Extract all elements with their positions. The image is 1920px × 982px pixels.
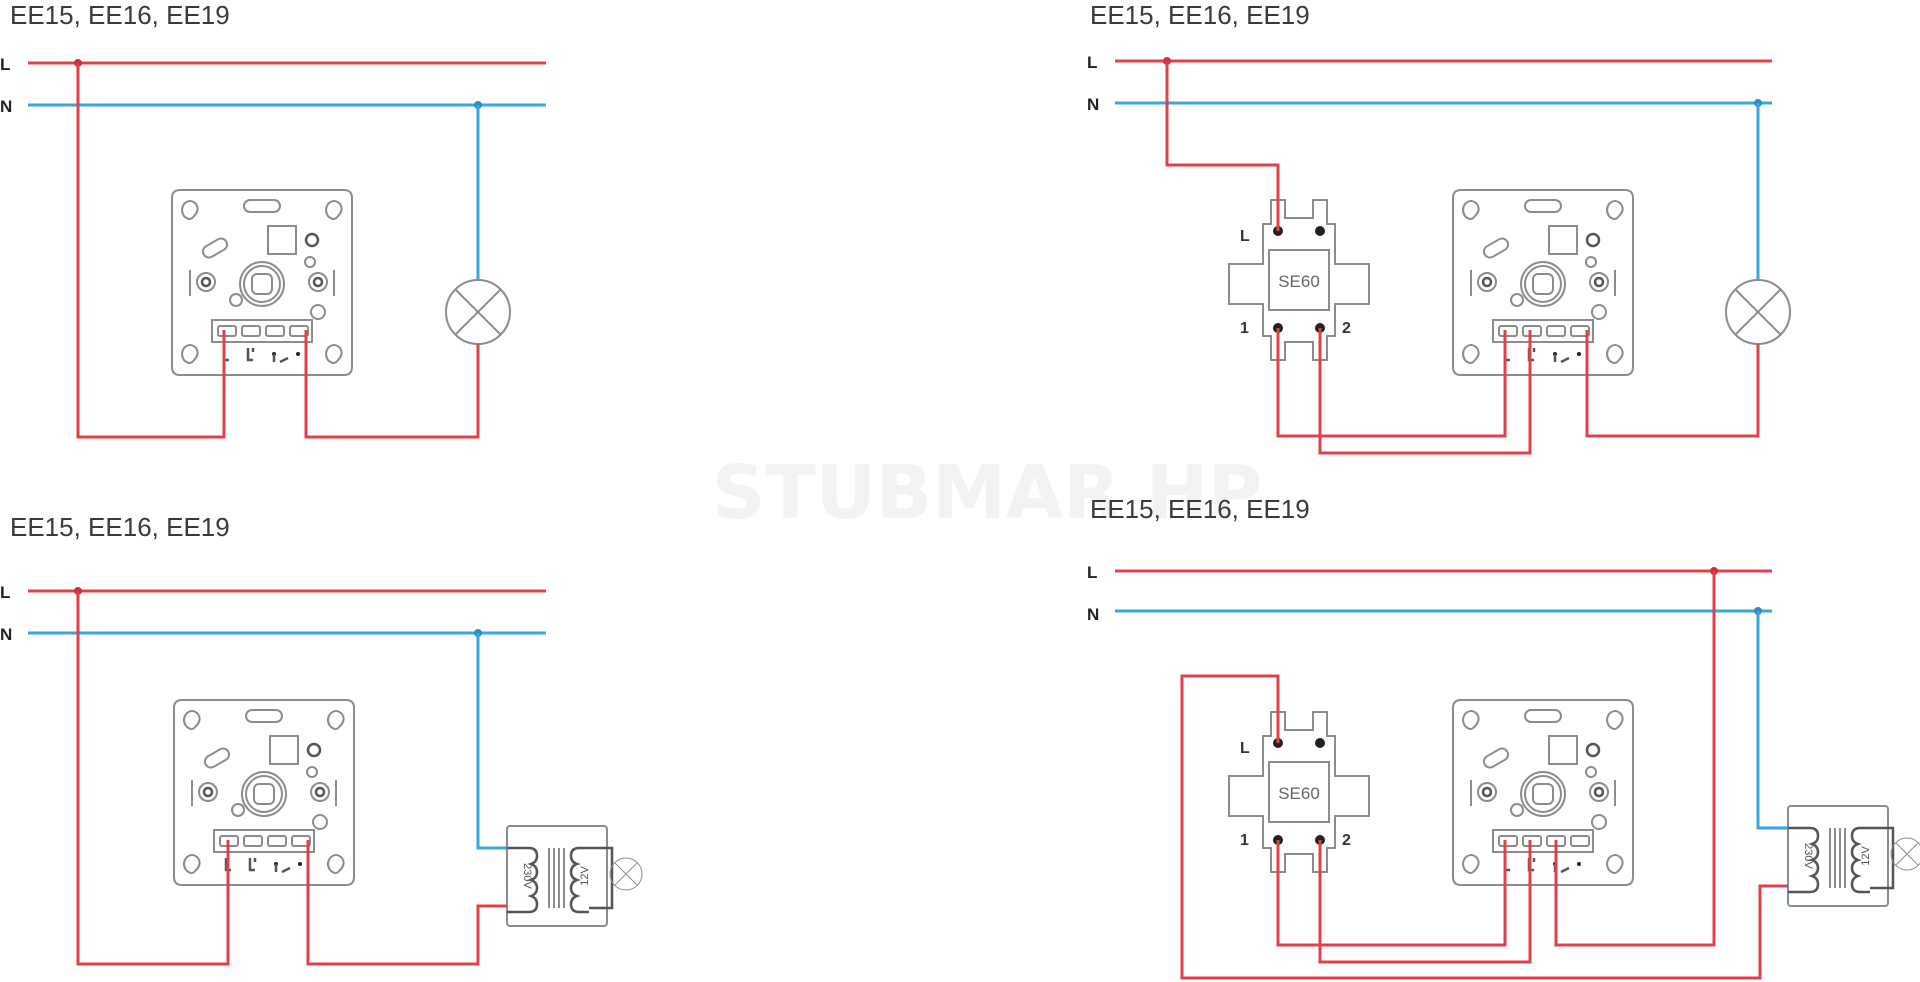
diagram-4-live-label: L bbox=[1087, 563, 1097, 582]
diagram-2-switch-terminal-2: 2 bbox=[1342, 320, 1351, 337]
diagram-2-switch-1-to-dimmer bbox=[1276, 328, 1507, 438]
diagram-3-dimmer-to-transformer bbox=[306, 840, 507, 966]
diagram-4-switch-2-to-dimmer bbox=[1318, 840, 1532, 964]
diagram-4-neutral-label: N bbox=[1087, 605, 1099, 624]
diagram-3-neutral-to-transformer bbox=[476, 633, 507, 850]
diagram-4-neutral-to-transformer bbox=[1756, 611, 1788, 830]
diagram-4-switch-1-to-dimmer bbox=[1276, 840, 1507, 947]
diagram-2-lamp-icon bbox=[1725, 279, 1791, 345]
diagram-4-switch-l-to-transformer bbox=[1180, 674, 1788, 980]
diagram-4-transformer-primary: 230V bbox=[1802, 843, 1814, 869]
diagram-4-transformer-secondary: 12V bbox=[1860, 846, 1872, 866]
diagram-2-switch-terminal-1: 1 bbox=[1240, 320, 1249, 337]
diagram-3-secondary-loop bbox=[589, 846, 614, 910]
diagram-2-title: EE15, EE16, EE19 bbox=[1090, 0, 1310, 30]
diagram-3-lamp-icon bbox=[609, 857, 643, 891]
diagram-4-live-to-dimmer bbox=[1554, 571, 1716, 947]
diagram-1: EE15, EE16, EE19 L N bbox=[0, 0, 546, 439]
diagram-2-live-to-switch bbox=[1165, 61, 1280, 231]
diagram-1-dimmer bbox=[170, 188, 354, 377]
diagram-1-neutral-label: N bbox=[0, 97, 12, 116]
diagram-2-switch-label: SE60 bbox=[1278, 272, 1320, 291]
diagram-4: EE15, EE16, EE19 L N SE60 L 1 2 230V 12V bbox=[1087, 494, 1920, 980]
diagram-3-dimmer bbox=[172, 698, 356, 887]
diagram-3-transformer-secondary: 12V bbox=[579, 866, 591, 886]
diagram-4-switch-terminal-1: 1 bbox=[1240, 832, 1249, 849]
diagram-1-lamp-icon bbox=[445, 279, 511, 345]
diagram-4-switch-terminal-l: L bbox=[1240, 740, 1250, 757]
diagram-1-dimmer-to-lamp bbox=[304, 330, 480, 439]
diagram-4-switch-terminal-2: 2 bbox=[1342, 832, 1351, 849]
diagram-4-dimmer bbox=[1451, 698, 1635, 887]
diagram-2-dimmer-to-lamp bbox=[1585, 330, 1760, 438]
diagram-3-transformer-primary: 230V bbox=[521, 863, 533, 889]
diagram-4-title: EE15, EE16, EE19 bbox=[1090, 494, 1310, 524]
diagram-4-secondary-loop bbox=[1870, 826, 1895, 890]
diagram-1-title: EE15, EE16, EE19 bbox=[10, 0, 230, 30]
diagram-3-live-to-dimmer bbox=[76, 591, 230, 966]
diagram-2-live-label: L bbox=[1087, 53, 1097, 72]
diagram-4-switch-label: SE60 bbox=[1278, 784, 1320, 803]
diagram-2-neutral-label: N bbox=[1087, 95, 1099, 114]
diagram-2-dimmer bbox=[1451, 188, 1635, 377]
diagram-2-switch-terminal-l: L bbox=[1240, 228, 1250, 245]
diagram-2-switch-2-to-dimmer bbox=[1318, 328, 1532, 455]
diagram-4-lamp-icon bbox=[1890, 837, 1920, 871]
watermark-text: STUBMAR HP bbox=[712, 450, 1262, 536]
diagram-3-neutral-label: N bbox=[0, 625, 12, 644]
diagram-1-live-label: L bbox=[0, 55, 10, 74]
diagram-3-title: EE15, EE16, EE19 bbox=[10, 512, 230, 542]
diagram-3-live-label: L bbox=[0, 583, 10, 602]
diagram-3: EE15, EE16, EE19 L N 230V 12V bbox=[0, 512, 643, 966]
diagram-2: EE15, EE16, EE19 L N SE60 L 1 2 bbox=[1087, 0, 1791, 455]
diagram-1-live-to-dimmer bbox=[76, 63, 226, 439]
